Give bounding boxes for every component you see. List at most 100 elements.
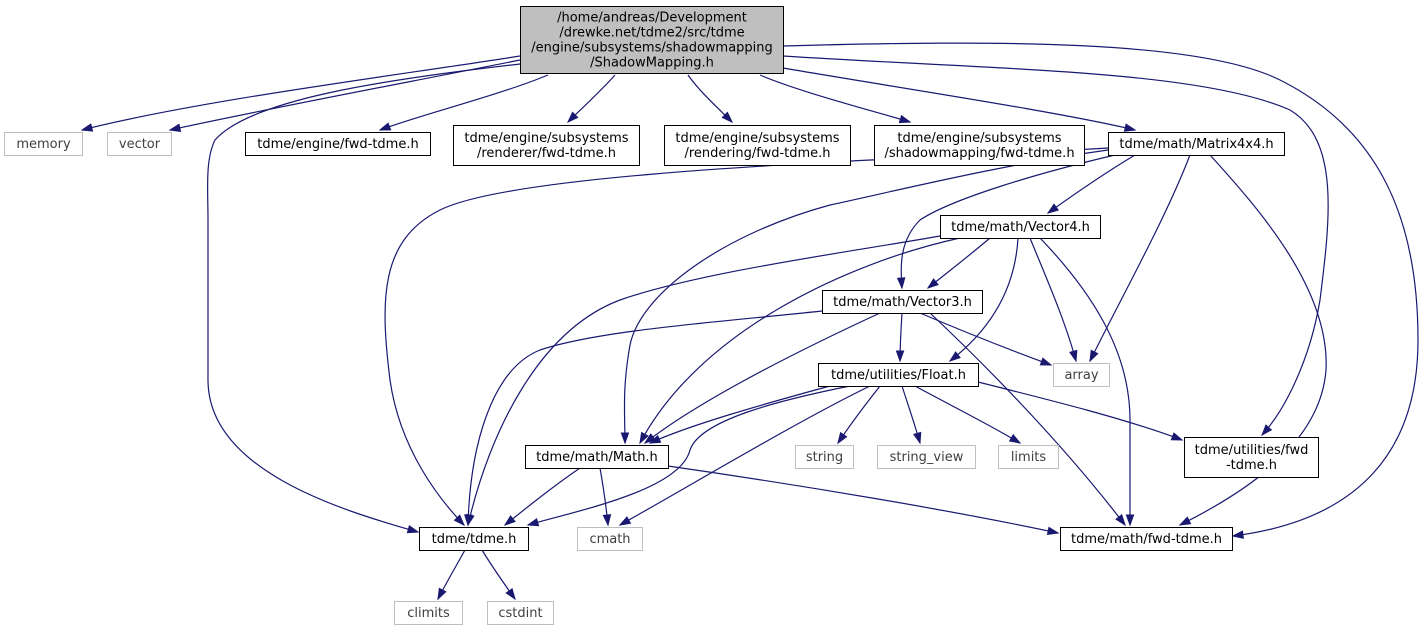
edge-arrowhead [1123,123,1137,132]
node-box [525,445,669,469]
node-label: tdme/utilities/Float.h [831,368,966,383]
edge-arrowhead [1046,203,1060,214]
edge-line [949,237,1019,362]
edge-arrowhead [618,516,632,526]
node-box [1060,527,1233,551]
edge-float-to-limits [914,385,1022,444]
node-math[interactable]: tdme/math/Math.h [525,445,669,469]
node-box [874,125,1085,166]
node-label: cmath [589,532,630,547]
node-memory: memory [4,132,83,156]
edge-vector4-to-vector3 [926,237,991,289]
node-box [877,445,976,469]
edge-line [837,385,881,444]
node-renderer-fwd[interactable]: tdme/engine/subsystems/renderer/fwd-tdme… [453,125,640,166]
edge-matrix4x4-to-math_fwd [1178,154,1327,526]
node-rendering-fwd[interactable]: tdme/engine/subsystems/rendering/fwd-tdm… [664,125,851,166]
edge-root-to-vector [168,59,521,132]
edge-arrowhead [895,350,905,363]
edge-root-to-renderer_fwd [566,74,616,124]
node-label: limits [1011,450,1047,465]
node-label: tdme/tdme.h [432,532,517,547]
edge-arrowhead [948,351,961,362]
node-label: tdme/engine/fwd-tdme.h [257,137,418,152]
node-label: tdme/engine/subsystems [464,131,628,146]
node-box [940,215,1101,239]
edge-line [929,312,1126,526]
edge-root-to-shadowmapping_fwd [759,74,912,124]
node-box [664,125,851,166]
edge-line [977,381,1183,441]
edge-line [1029,237,1077,362]
edge-line [379,74,549,131]
edge-math-to-cmath [599,467,612,527]
edge-line [467,310,823,526]
node-label: /engine/subsystems/shadowmapping [531,41,773,56]
node-box [520,6,784,74]
node-label: tdme/math/Vector3.h [833,295,972,310]
node-box [107,132,172,156]
edge-arrowhead [505,587,516,601]
edge-arrowhead [912,431,922,445]
node-engine-fwd[interactable]: tdme/engine/fwd-tdme.h [245,132,431,156]
edge-line [1047,154,1136,214]
node-tdme[interactable]: tdme/tdme.h [419,527,529,551]
node-box [4,132,83,156]
node-vector: vector [107,132,172,156]
node-vector4[interactable]: tdme/math/Vector4.h [940,215,1101,239]
edge-arrowhead [1170,432,1184,441]
edge-vector3-to-math [643,312,881,444]
edge-line [667,465,1059,534]
edge-tdme-to-cstdint [481,549,516,601]
edge-arrowhead [1069,349,1078,363]
node-matrix4x4[interactable]: tdme/math/Matrix4x4.h [1108,132,1285,156]
node-box [577,527,643,551]
edge-line [619,385,871,526]
node-box [818,363,979,387]
edge-float-to-tdme [526,385,851,527]
node-box [1184,437,1319,478]
node-label: climits [407,606,450,621]
edge-line [927,237,991,289]
edge-line [649,385,831,444]
node-label: /home/andreas/Development [557,11,747,26]
node-shadowmapping-fwd[interactable]: tdme/engine/subsystems/shadowmapping/fwd… [874,125,1085,166]
node-label: /drewke.net/tdme2/src/tdme [559,26,744,41]
node-box [1108,132,1285,156]
edge-vector3-to-float [895,312,905,363]
node-label: /shadowmapping/fwd-tdme.h [884,146,1074,161]
edge-line [467,235,941,526]
node-label: tdme/math/Vector4.h [951,220,1090,235]
edge-line [914,385,1021,444]
node-box [1053,363,1110,387]
edge-arrowhead [406,524,420,534]
nodes-layer: /home/andreas/Development/drewke.net/tdm… [4,6,1319,625]
edge-line [1089,154,1191,362]
edge-float-to-string_view [901,385,922,445]
edge-line [639,237,961,444]
node-label: string_view [890,450,964,465]
edge-arrowhead [168,123,182,132]
edge-line [623,149,1109,444]
node-math-fwd[interactable]: tdme/math/fwd-tdme.h [1060,527,1233,551]
node-float[interactable]: tdme/utilities/Float.h [818,363,979,387]
node-label: vector [119,137,161,152]
edge-line [527,385,851,526]
node-label: tdme/math/fwd-tdme.h [1071,532,1222,547]
edge-vector3-to-array [919,312,1053,366]
node-utilities-fwd[interactable]: tdme/utilities/fwd-tdme.h [1184,437,1319,478]
edge-root-to-engine_fwd [378,74,549,131]
edge-arrowhead [1231,530,1244,539]
edge-math-to-math_fwd [667,465,1060,536]
node-root[interactable]: /home/andreas/Development/drewke.net/tdm… [520,6,784,74]
edge-line [919,312,1052,366]
edge-float-to-utilities_fwd [977,381,1184,441]
node-box [822,290,983,314]
edge-arrowhead [503,515,516,526]
edge-vector4-to-math_fwd [1039,237,1135,527]
edge-arrowhead [643,433,656,444]
edge-arrowhead [1089,349,1099,363]
node-vector3[interactable]: tdme/math/Vector3.h [822,290,983,314]
edge-float-to-string [837,385,881,445]
